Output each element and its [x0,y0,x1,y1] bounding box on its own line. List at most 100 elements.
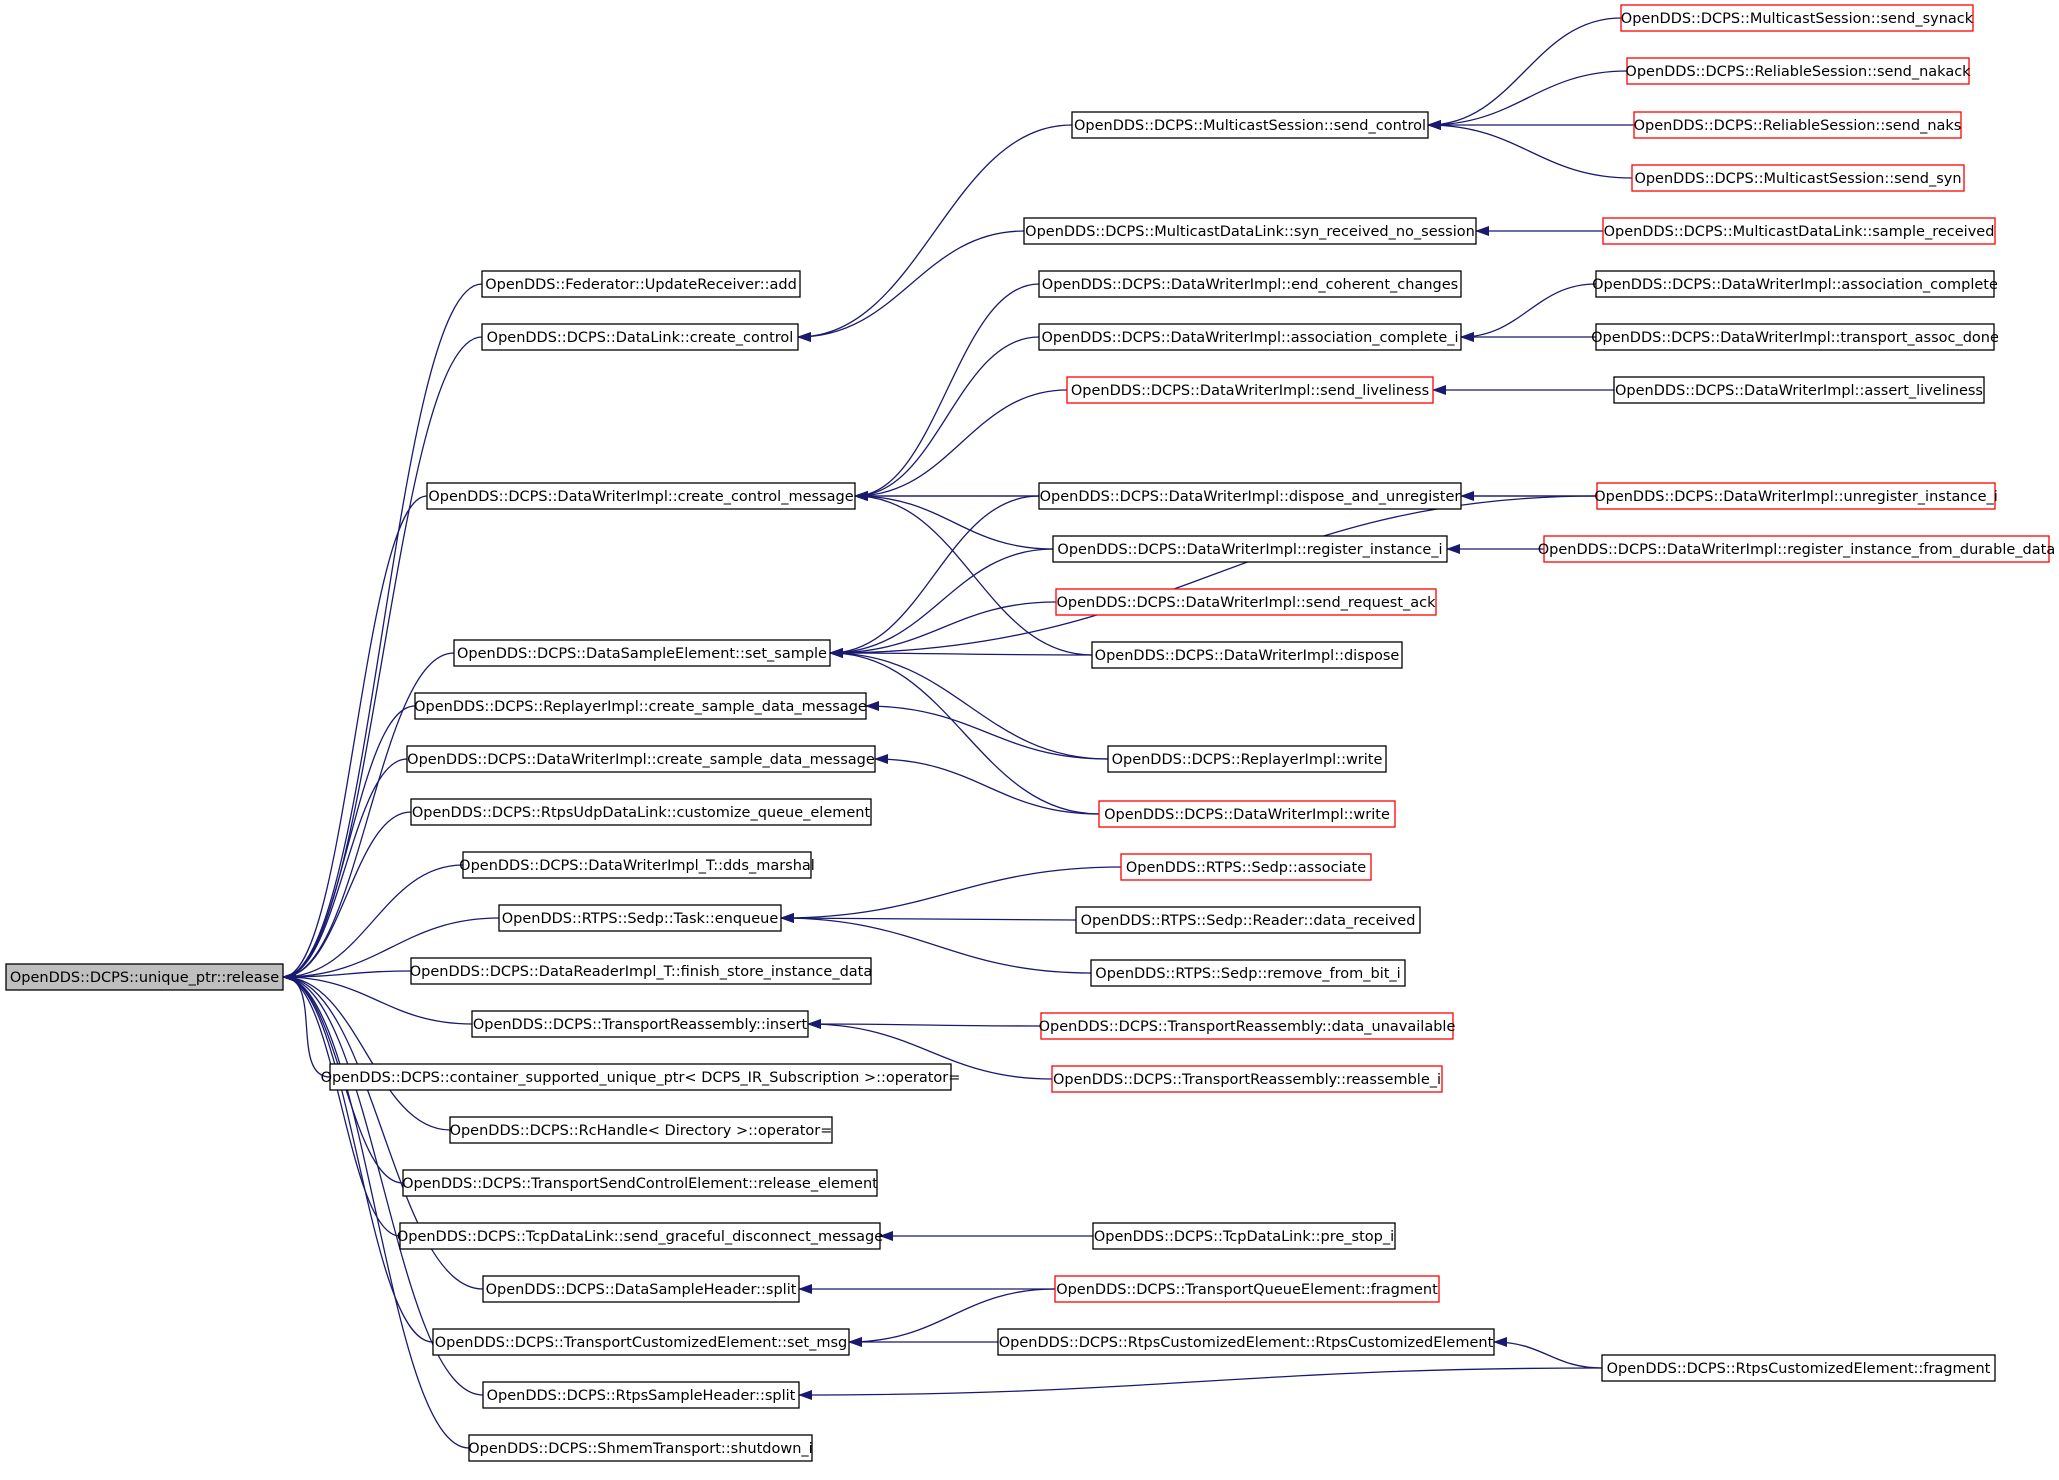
node-dcps-multicastsession-send-synack[interactable]: OpenDDS::DCPS::MulticastSession::send_sy… [1620,4,1974,32]
node-dcps-datawriterimpl-dispose[interactable]: OpenDDS::DCPS::DataWriterImpl::dispose [1091,641,1403,669]
node-dcps-transportqueueelement-fragment[interactable]: OpenDDS::DCPS::TransportQueueElement::fr… [1054,1275,1440,1303]
node-dcps-transportreassembly-data-unavailable[interactable]: OpenDDS::DCPS::TransportReassembly::data… [1039,1012,1456,1040]
edge-n15-to-root [282,972,401,1237]
node-box [1038,323,1462,351]
node-dcps-datawriterimpl-dispose-and-unregister[interactable]: OpenDDS::DCPS::DataWriterImpl::dispose_a… [1038,482,1462,510]
node-box [1613,376,1985,404]
node-box [1075,906,1421,934]
node-box [1052,535,1448,563]
node-label: OpenDDS::DCPS::DataWriterImpl::associati… [1592,277,1998,293]
node-rtps-sedp-task-enqueue[interactable]: OpenDDS::RTPS::Sedp::Task::enqueue [498,904,782,932]
node-box [1602,217,1996,245]
node-dcps-rtpsudpdatalink-customize-queue-element[interactable]: OpenDDS::DCPS::RtpsUdpDataLink::customiz… [410,798,872,826]
node-dcps-datawriterimpl-assert-liveliness[interactable]: OpenDDS::DCPS::DataWriterImpl::assert_li… [1613,376,1985,404]
node-box [1543,535,2050,563]
node-box [5,963,284,991]
node-label: OpenDDS::DCPS::DataWriterImpl::assert_li… [1615,383,1983,399]
node-dcps-rtpscustomizedelement-rtpscustomizedelement[interactable]: OpenDDS::DCPS::RtpsCustomizedElement::Rt… [997,1328,1495,1356]
node-dcps-reliablesession-send-naks[interactable]: OpenDDS::DCPS::ReliableSession::send_nak… [1633,111,1962,139]
node-dcps-datawriterimpl-register-instance-from-durable-data[interactable]: OpenDDS::DCPS::DataWriterImpl::register_… [1538,535,2055,563]
node-dcps-rchandle-directory-operator[interactable]: OpenDDS::DCPS::RcHandle< Directory >::op… [449,1116,833,1144]
node-dcps-rtpssampleheader-split[interactable]: OpenDDS::DCPS::RtpsSampleHeader::split [482,1381,800,1409]
node-dcps-multicastsession-send-control[interactable]: OpenDDS::DCPS::MulticastSession::send_co… [1071,111,1429,139]
node-label: OpenDDS::DCPS::MulticastDataLink::syn_re… [1025,224,1475,240]
node-dcps-rtpscustomizedelement-fragment[interactable]: OpenDDS::DCPS::RtpsCustomizedElement::fr… [1601,1354,1996,1382]
edge-m8-to-n4 [829,601,1057,658]
edge-n13-to-root [282,972,451,1131]
node-box [402,1169,878,1197]
node-box [1071,111,1429,139]
node-dcps-multicastsession-send-syn[interactable]: OpenDDS::DCPS::MulticastSession::send_sy… [1631,164,1965,192]
node-label: OpenDDS::DCPS::DataWriterImpl::send_live… [1071,383,1429,399]
node-dcps-datawriterimpl-create-control-message[interactable]: OpenDDS::DCPS::DataWriterImpl::create_co… [426,482,856,510]
node-dcps-datawriterimpl-write[interactable]: OpenDDS::DCPS::DataWriterImpl::write [1098,800,1396,828]
node-dcps-datareaderimpl-t-finish-store-instance-data[interactable]: OpenDDS::DCPS::DataReaderImpl_T::finish_… [410,957,873,985]
edge-n7-to-root [282,811,412,982]
node-box [471,1010,809,1038]
edge-n9-to-root [282,917,500,982]
node-dcps-tcpdatalink-pre-stop-i[interactable]: OpenDDS::DCPS::TcpDataLink::pre_stop_i [1092,1222,1396,1250]
node-label: OpenDDS::DCPS::RtpsCustomizedElement::fr… [1607,1361,1991,1377]
node-dcps-datawriterimpl-t-dds-marshal[interactable]: OpenDDS::DCPS::DataWriterImpl_T::dds_mar… [459,851,815,879]
node-box [1090,959,1406,987]
node-dcps-replayerimpl-write[interactable]: OpenDDS::DCPS::ReplayerImpl::write [1107,745,1387,773]
node-dcps-datasampleheader-split[interactable]: OpenDDS::DCPS::DataSampleHeader::split [482,1275,800,1303]
node-box [1633,111,1962,139]
node-dcps-datawriterimpl-send-request-ack[interactable]: OpenDDS::DCPS::DataWriterImpl::send_requ… [1055,588,1437,616]
edge-m2-to-n2 [797,230,1025,342]
node-label: OpenDDS::DCPS::MulticastSession::send_sy… [1621,11,1974,27]
node-rtps-sedp-associate[interactable]: OpenDDS::RTPS::Sedp::associate [1120,853,1372,881]
node-box [1038,270,1462,298]
node-label: OpenDDS::DCPS::DataWriterImpl::associati… [1041,330,1458,346]
node-box [1595,270,1995,298]
node-dcps-replayerimpl-create-sample-data-message[interactable]: OpenDDS::DCPS::ReplayerImpl::create_samp… [414,692,867,720]
node-dcps-transportsendcontrolelement-release-element[interactable]: OpenDDS::DCPS::TransportSendControlEleme… [402,1169,878,1197]
node-box [1120,853,1372,881]
edge-n8-to-root [282,864,464,982]
node-box [462,851,812,879]
edge-n11-to-root [282,972,473,1025]
node-box [468,1434,813,1462]
edge-n17-to-root [282,972,434,1343]
node-dcps-container-supported-unique-ptr-dcps-ir-subscription-operator[interactable]: OpenDDS::DCPS::container_supported_uniqu… [321,1063,961,1091]
node-rtps-sedp-remove-from-bit-i[interactable]: OpenDDS::RTPS::Sedp::remove_from_bit_i [1090,959,1406,987]
node-box [1626,57,1970,85]
node-dcps-reliablesession-send-nakack[interactable]: OpenDDS::DCPS::ReliableSession::send_nak… [1625,57,1971,85]
node-dcps-multicastdatalink-sample-received[interactable]: OpenDDS::DCPS::MulticastDataLink::sample… [1602,217,1996,245]
node-label: OpenDDS::DCPS::MulticastDataLink::sample… [1604,224,1995,240]
node-box [406,745,876,773]
node-dcps-transportcustomizedelement-set-msg[interactable]: OpenDDS::DCPS::TransportCustomizedElemen… [432,1328,850,1356]
node-federator-updatereceiver-add[interactable]: OpenDDS::Federator::UpdateReceiver::add [481,270,801,298]
edge-n18-to-root [282,972,484,1396]
node-dcps-datawriterimpl-register-instance-i[interactable]: OpenDDS::DCPS::DataWriterImpl::register_… [1052,535,1448,563]
node-dcps-datawriterimpl-association-complete-i[interactable]: OpenDDS::DCPS::DataWriterImpl::associati… [1038,323,1462,351]
node-dcps-datalink-create-control[interactable]: OpenDDS::DCPS::DataLink::create_control [481,323,799,351]
node-dcps-transportreassembly-insert[interactable]: OpenDDS::DCPS::TransportReassembly::inse… [471,1010,809,1038]
node-label: OpenDDS::DCPS::container_supported_uniqu… [321,1070,961,1086]
node-dcps-datasampleelement-set-sample[interactable]: OpenDDS::DCPS::DataSampleElement::set_sa… [453,639,831,667]
node-dcps-datawriterimpl-create-sample-data-message[interactable]: OpenDDS::DCPS::DataWriterImpl::create_sa… [406,745,876,773]
nodes: OpenDDS::DCPS::unique_ptr::releaseOpenDD… [5,4,2055,1462]
node-label: OpenDDS::DCPS::ReliableSession::send_nak… [1634,118,1962,134]
node-box [399,1222,881,1250]
node-dcps-datawriterimpl-send-liveliness[interactable]: OpenDDS::DCPS::DataWriterImpl::send_live… [1066,376,1434,404]
node-label: OpenDDS::DCPS::ReplayerImpl::create_samp… [414,699,867,715]
edge-n5-to-root [282,705,416,982]
node-dcps-tcpdatalink-send-graceful-disconnect-message[interactable]: OpenDDS::DCPS::TcpDataLink::send_gracefu… [397,1222,883,1250]
node-dcps-transportreassembly-reassemble-i[interactable]: OpenDDS::DCPS::TransportReassembly::reas… [1051,1065,1443,1093]
node-box [1631,164,1965,192]
node-dcps-datawriterimpl-association-complete[interactable]: OpenDDS::DCPS::DataWriterImpl::associati… [1592,270,1998,298]
node-box [329,1063,952,1091]
node-label: OpenDDS::DCPS::DataSampleHeader::split [486,1282,797,1298]
node-rtps-sedp-reader-data-received[interactable]: OpenDDS::RTPS::Sedp::Reader::data_receiv… [1075,906,1421,934]
node-dcps-multicastdatalink-syn-received-no-session[interactable]: OpenDDS::DCPS::MulticastDataLink::syn_re… [1023,217,1477,245]
node-dcps-datawriterimpl-end-coherent-changes[interactable]: OpenDDS::DCPS::DataWriterImpl::end_coher… [1038,270,1462,298]
node-box [997,1328,1495,1356]
node-box [498,904,782,932]
node-dcps-datawriterimpl-unregister-instance-i[interactable]: OpenDDS::DCPS::DataWriterImpl::unregiste… [1594,482,1998,510]
node-box [426,482,856,510]
edge-m3-to-n3 [854,283,1040,501]
node-box [1040,1012,1454,1040]
node-dcps-shmemtransport-shutdown-i[interactable]: OpenDDS::DCPS::ShmemTransport::shutdown_… [468,1434,813,1462]
node-dcps-datawriterimpl-transport-assoc-done[interactable]: OpenDDS::DCPS::DataWriterImpl::transport… [1591,323,1999,351]
